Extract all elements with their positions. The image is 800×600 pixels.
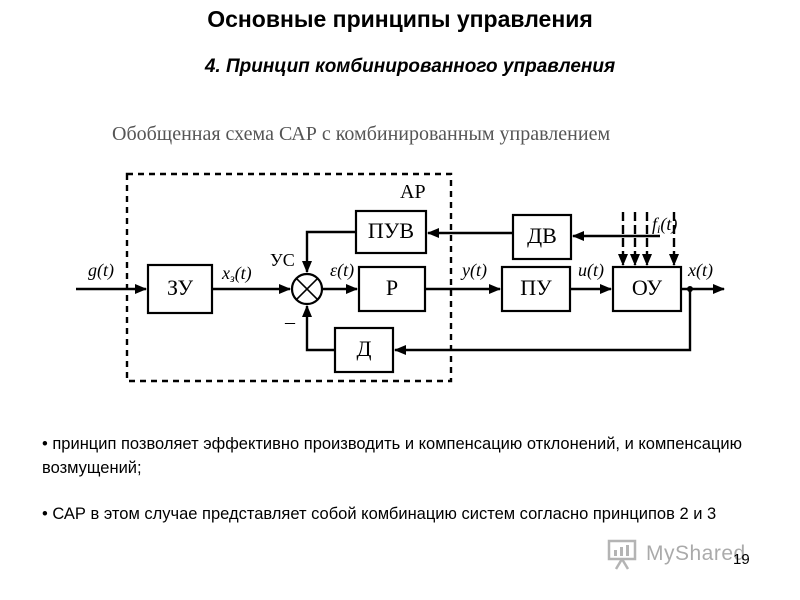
bullet-item: • САР в этом случае представляет собой к…	[42, 505, 717, 523]
block-diagram: Обобщенная схема САР с комбинированным у…	[76, 123, 725, 383]
regulator-boundary	[125, 172, 453, 383]
watermark-logo: MyShared	[606, 537, 746, 571]
minus-sign: –	[284, 311, 296, 333]
slide-subtitle: 4. Принцип комбинированного управления	[204, 56, 616, 77]
feedback-line-to-d	[394, 289, 692, 355]
block-d-label: Д	[356, 336, 371, 361]
summator-label: УС	[270, 250, 295, 270]
arrow-puv-to-summator	[302, 230, 356, 273]
block-pu	[500, 265, 572, 313]
presentation-board-icon	[607, 539, 637, 570]
arrow-d-to-summator	[302, 305, 335, 352]
signal-eps-label: ε(t)	[330, 260, 354, 281]
block-dv-label: ДВ	[527, 223, 557, 248]
bullet-list: • принцип позволяет эффективно производи…	[42, 432, 772, 548]
watermark-brand: MyShared	[646, 542, 746, 565]
signal-u-label: u(t)	[578, 260, 604, 281]
block-ou-label: ОУ	[632, 275, 663, 300]
block-pu-label: ПУ	[520, 275, 552, 300]
regulator-label: АР	[400, 181, 426, 203]
signal-g-label: g(t)	[88, 260, 114, 281]
bullet-item: • принцип позволяет эффективно производи…	[42, 435, 743, 477]
signal-y-label: y(t)	[460, 260, 487, 281]
slide-title: Основные принципы управления	[207, 6, 593, 32]
diagram-caption: Обобщенная схема САР с комбинированным у…	[112, 123, 610, 145]
signal-xz-label: xз(t)	[221, 263, 252, 285]
block-dv	[511, 213, 573, 261]
block-r-label: Р	[386, 275, 398, 300]
signal-x-label: x(t)	[687, 260, 713, 281]
block-puv	[354, 209, 428, 255]
block-zu-label: ЗУ	[167, 275, 193, 300]
summator-cross-b	[295, 277, 319, 301]
block-ou	[611, 265, 683, 313]
block-puv-label: ПУВ	[368, 218, 414, 243]
block-d	[333, 326, 395, 374]
page-number: 19	[733, 551, 750, 568]
block-r	[357, 265, 427, 313]
